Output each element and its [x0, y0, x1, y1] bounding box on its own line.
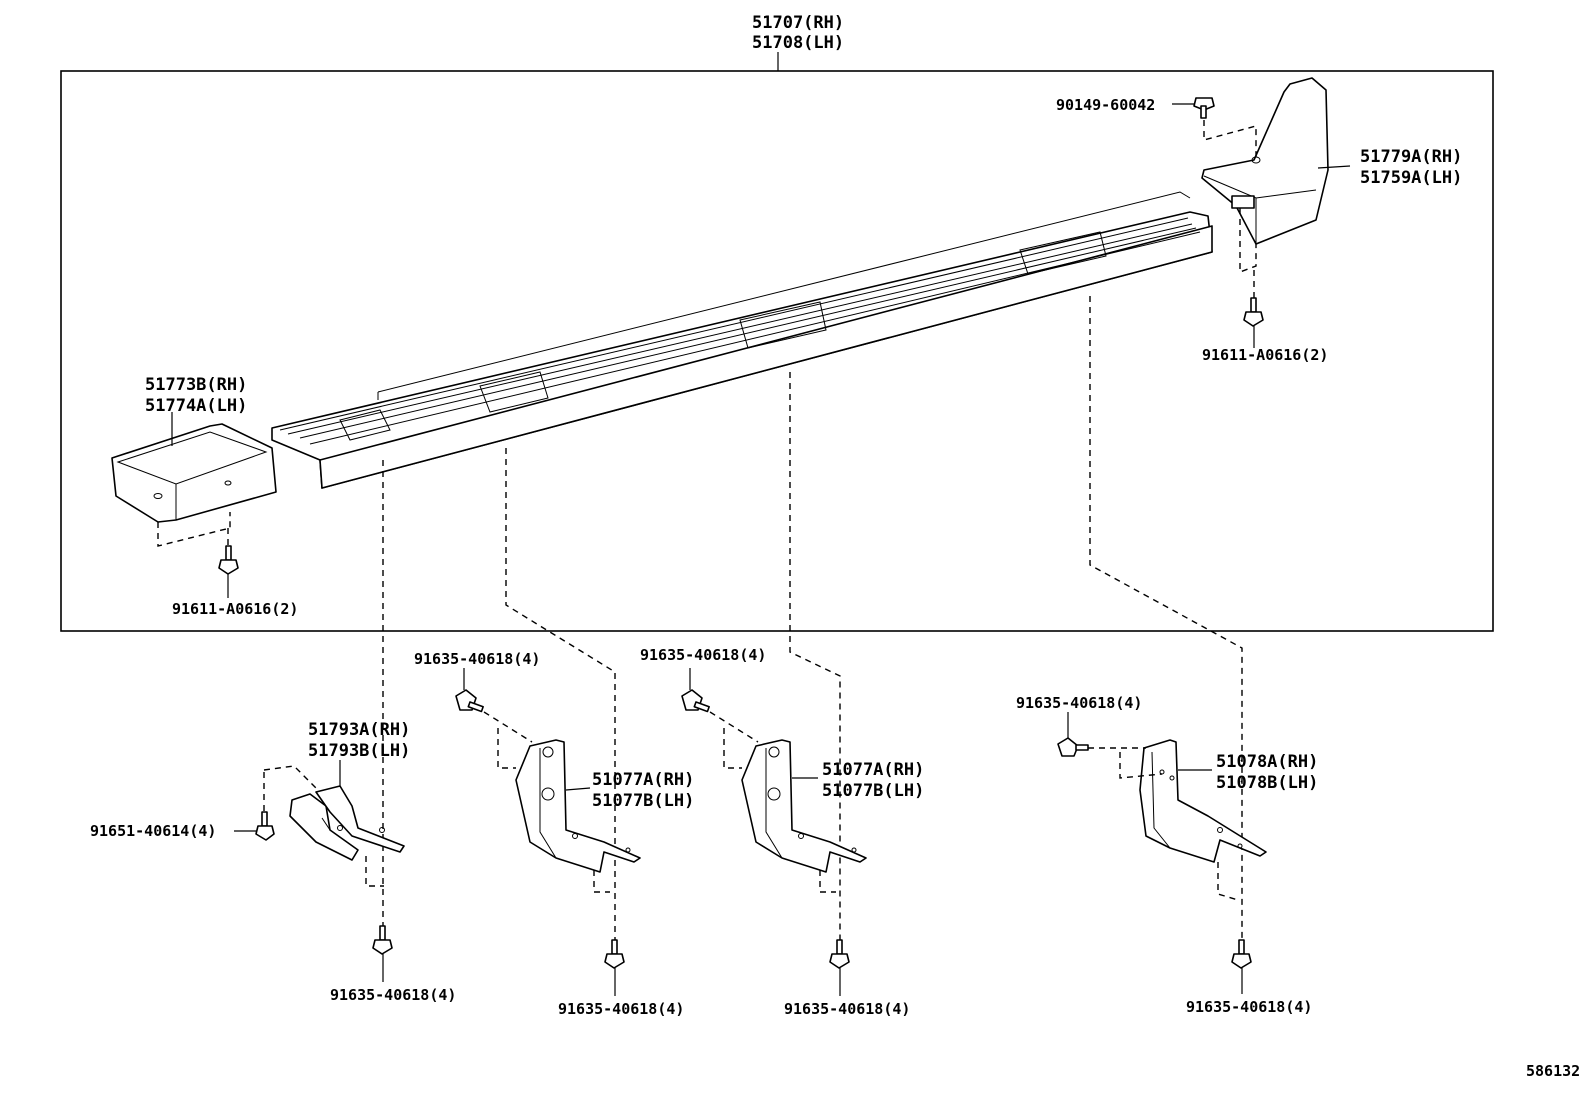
- top-screw-icon: [1193, 97, 1215, 119]
- bracket2-bottom-bolt-icon: [604, 939, 625, 969]
- bracket1-bottom-bolt-icon: [372, 925, 393, 955]
- bracket-2[interactable]: [515, 739, 641, 873]
- bracket-4[interactable]: [1139, 739, 1267, 863]
- label-bracket4-bottom-bolt[interactable]: 91635-40618(4): [1186, 998, 1312, 1016]
- bracket4-bottom-bolt-icon: [1231, 939, 1252, 969]
- label-bracket2-rh[interactable]: 51077A(RH): [592, 770, 694, 790]
- running-board[interactable]: [271, 191, 1213, 489]
- bracket1-side-bolt-icon: [255, 811, 275, 841]
- label-bracket2-top-bolt[interactable]: 91635-40618(4): [414, 650, 540, 668]
- rear-bolt-icon: [1243, 297, 1264, 327]
- label-step-lh[interactable]: 51708(LH): [752, 33, 844, 53]
- rear-cover[interactable]: [1201, 77, 1329, 245]
- label-front-cover-lh[interactable]: 51774A(LH): [145, 396, 247, 416]
- front-cover[interactable]: [111, 423, 277, 523]
- bracket2-top-bolt-icon: [455, 689, 484, 713]
- label-bracket4-lh[interactable]: 51078B(LH): [1216, 773, 1318, 793]
- label-front-bolt[interactable]: 91611-A0616(2): [172, 600, 298, 618]
- label-front-cover-rh[interactable]: 51773B(RH): [145, 375, 247, 395]
- bracket3-top-bolt-icon: [681, 689, 710, 713]
- diagram-id: 586132: [1526, 1062, 1580, 1080]
- label-bracket1-side-bolt[interactable]: 91651-40614(4): [90, 822, 216, 840]
- bracket3-bottom-bolt-icon: [829, 939, 850, 969]
- label-bracket1-rh[interactable]: 51793A(RH): [308, 720, 410, 740]
- label-bracket3-top-bolt[interactable]: 91635-40618(4): [640, 646, 766, 664]
- label-rear-bolt[interactable]: 91611-A0616(2): [1202, 346, 1328, 364]
- front-bolt-icon: [218, 545, 239, 575]
- label-step-rh[interactable]: 51707(RH): [752, 13, 844, 33]
- label-bracket3-bottom-bolt[interactable]: 91635-40618(4): [784, 1000, 910, 1018]
- label-rear-cover-rh[interactable]: 51779A(RH): [1360, 147, 1462, 167]
- label-bracket3-rh[interactable]: 51077A(RH): [822, 760, 924, 780]
- label-bracket4-rh[interactable]: 51078A(RH): [1216, 752, 1318, 772]
- label-bracket4-side-bolt[interactable]: 91635-40618(4): [1016, 694, 1142, 712]
- label-bracket1-lh[interactable]: 51793B(LH): [308, 741, 410, 761]
- bracket-1[interactable]: [289, 785, 405, 861]
- assembly-frame: [60, 70, 1494, 632]
- label-screw-top[interactable]: 90149-60042: [1056, 96, 1155, 114]
- label-bracket2-bottom-bolt[interactable]: 91635-40618(4): [558, 1000, 684, 1018]
- label-rear-cover-lh[interactable]: 51759A(LH): [1360, 168, 1462, 188]
- label-bracket1-bottom-bolt[interactable]: 91635-40618(4): [330, 986, 456, 1004]
- bracket-3[interactable]: [741, 739, 867, 873]
- label-bracket3-lh[interactable]: 51077B(LH): [822, 781, 924, 801]
- label-bracket2-lh[interactable]: 51077B(LH): [592, 791, 694, 811]
- bracket4-side-bolt-icon: [1057, 737, 1089, 757]
